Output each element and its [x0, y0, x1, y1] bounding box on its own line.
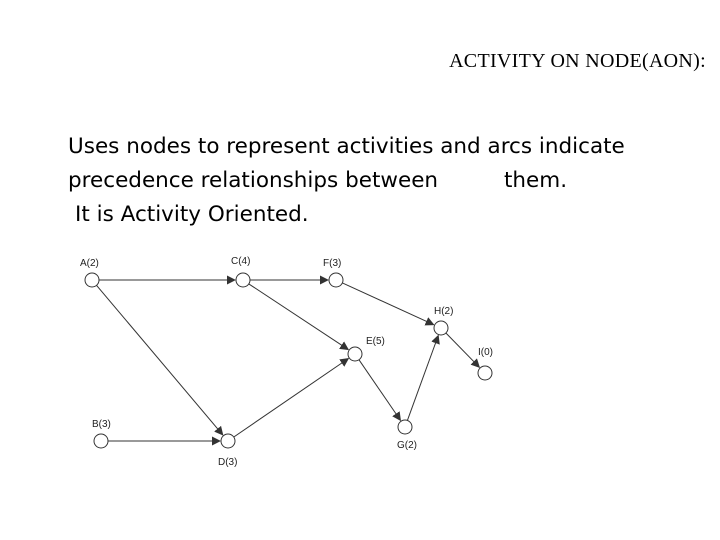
edge-d-to-e [233, 357, 350, 438]
body-text: Uses nodes to represent activities and a… [68, 130, 625, 232]
node-label-e: E(5) [366, 336, 385, 347]
node-label-h: H(2) [434, 306, 453, 317]
node-label-d: D(3) [218, 457, 237, 468]
edges-layer [96, 275, 481, 446]
body-line-3: It is Activity Oriented. [75, 202, 309, 227]
node-c [235, 272, 251, 288]
edge-a-to-d [96, 284, 224, 436]
body-line-2-tail: them. [504, 168, 568, 193]
node-e [347, 346, 363, 362]
node-label-b: B(3) [92, 419, 111, 430]
node-d [220, 433, 236, 449]
node-i [477, 365, 493, 381]
body-line-2-head: precedence relationships between [68, 168, 439, 193]
node-f [328, 272, 344, 288]
node-h [433, 320, 449, 336]
node-label-a: A(2) [80, 258, 99, 269]
node-label-i: I(0) [478, 347, 493, 358]
body-line-2: precedence relationships between them. [68, 164, 625, 198]
edge-e-to-g [358, 359, 402, 422]
edge-f-to-h [342, 282, 435, 326]
edge-h-to-i [445, 332, 481, 368]
node-label-f: F(3) [323, 258, 341, 269]
nodes-layer: A(2) C(4) F(3) H(2) E(5) I(0) B(3) D(3) G(2) [80, 256, 493, 468]
body-line-1: Uses nodes to represent activities and a… [68, 134, 625, 159]
node-a [84, 272, 100, 288]
edge-g-to-h [406, 334, 440, 421]
node-label-g: G(2) [397, 440, 417, 451]
node-label-c: C(4) [231, 256, 250, 267]
edge-c-to-e [248, 283, 350, 351]
node-b [93, 433, 109, 449]
slide-title: ACTIVITY ON NODE(AON): [449, 50, 706, 72]
node-g [397, 419, 413, 435]
